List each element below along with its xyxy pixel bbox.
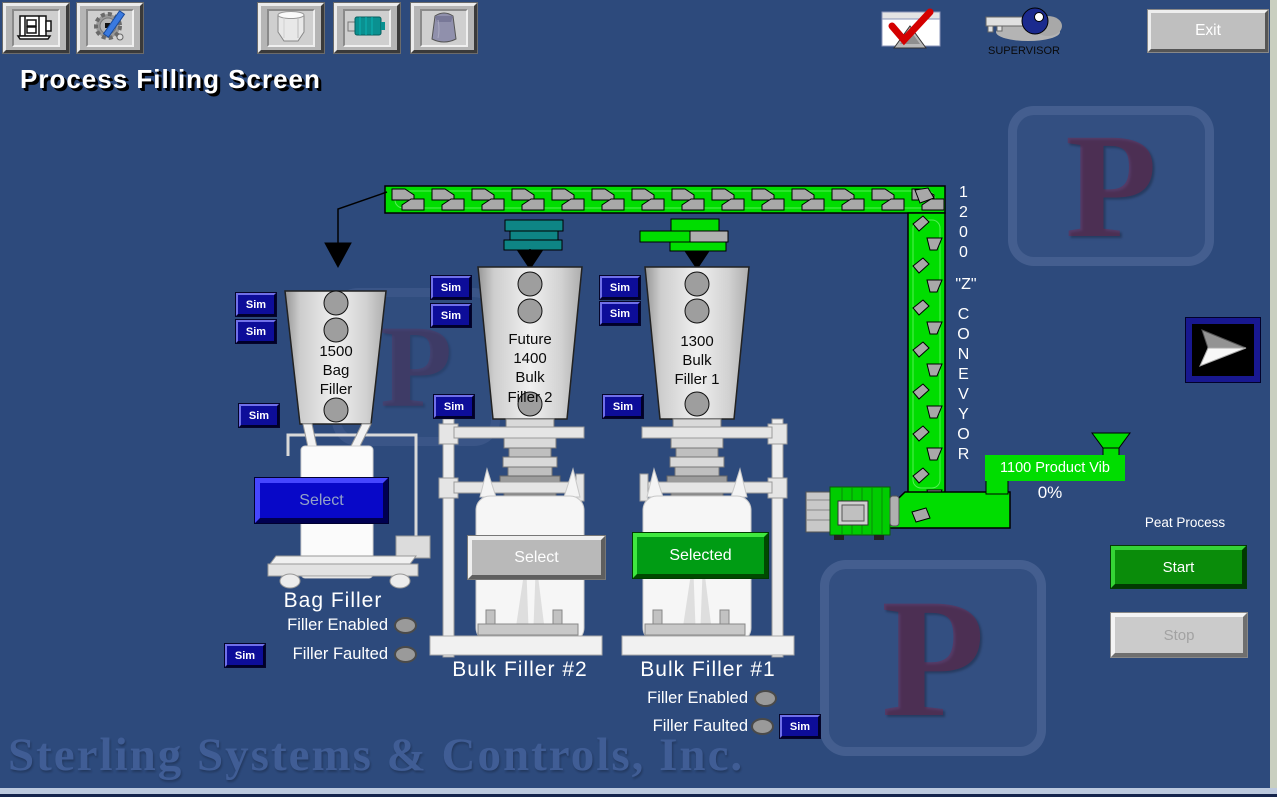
- gate-bulk2: [503, 219, 564, 251]
- conveyor-number: 1200: [955, 184, 972, 264]
- conveyor-z-label: "Z": [955, 276, 977, 293]
- bag-filler-faulted-label: Filler Faulted: [292, 645, 388, 663]
- exit-button[interactable]: Exit: [1148, 10, 1268, 52]
- sim-button[interactable]: Sim: [780, 715, 820, 738]
- sim-button[interactable]: Sim: [239, 404, 279, 427]
- next-page-arrow-button[interactable]: [1186, 318, 1260, 382]
- bag-filler-enabled-label: Filler Enabled: [287, 616, 388, 634]
- sim-button[interactable]: Sim: [603, 395, 643, 418]
- bulk-filler-1-faulted-indicator: [751, 718, 774, 735]
- bulk-filler-1-faulted-label: Filler Faulted: [652, 717, 748, 735]
- sim-button[interactable]: Sim: [236, 320, 276, 343]
- bag-filler-select-button[interactable]: Select: [255, 478, 388, 523]
- sim-button[interactable]: Sim: [225, 644, 265, 667]
- check-window-icon: [880, 8, 946, 58]
- stop-button[interactable]: Stop: [1111, 613, 1247, 657]
- sim-button[interactable]: Sim: [431, 276, 471, 299]
- page-title: Process Filling Screen: [20, 64, 321, 94]
- sim-button[interactable]: Sim: [600, 276, 640, 299]
- logo-watermark: P: [1008, 103, 1214, 269]
- bulk-filler-2-name: Bulk Filler #2: [452, 658, 588, 681]
- peat-process-label: Peat Process: [1144, 515, 1226, 530]
- conveyor-motor: [805, 486, 900, 540]
- sim-button[interactable]: Sim: [434, 395, 474, 418]
- supervisor-key-icon: [982, 7, 1066, 46]
- logo-watermark: P: [820, 560, 1046, 756]
- company-watermark: Sterling Systems & Controls, Inc.: [8, 729, 745, 781]
- nav-button-bag[interactable]: [411, 3, 477, 53]
- window-edge-right: [1270, 0, 1277, 797]
- start-button[interactable]: Start: [1111, 546, 1246, 588]
- motor-icon: [14, 8, 58, 49]
- window-edge-bottom: [0, 788, 1277, 794]
- bag-filler-faulted-indicator: [394, 646, 417, 663]
- bulk-filler-1-selected-button[interactable]: Selected: [633, 533, 768, 578]
- nav-button-motor[interactable]: [3, 3, 69, 53]
- alarm-check-button[interactable]: [880, 8, 946, 54]
- bag-filler-name: Bag Filler: [283, 589, 383, 612]
- teal-motor-icon: [345, 8, 389, 49]
- supervisor-key-button[interactable]: SUPERVISOR: [982, 4, 1066, 57]
- bag-filler-enabled-indicator: [394, 617, 417, 634]
- bag-icon: [422, 8, 466, 49]
- bulk-filler-1: [621, 266, 795, 658]
- nav-button-teal-motor[interactable]: [334, 3, 400, 53]
- sim-button[interactable]: Sim: [600, 302, 640, 325]
- nav-button-bin[interactable]: [258, 3, 324, 53]
- bulk-filler-1-enabled-indicator: [754, 690, 777, 707]
- window-edge-bottom-dark: [0, 794, 1277, 797]
- arrow-right-icon: [1192, 322, 1254, 379]
- bulk-filler-1-enabled-label: Filler Enabled: [647, 689, 748, 707]
- conveyor-name: CONEVYOR: [955, 306, 972, 466]
- gear-tool-icon: [88, 8, 132, 49]
- supervisor-label: SUPERVISOR: [988, 45, 1060, 57]
- nav-button-agitator[interactable]: [77, 3, 143, 53]
- horizontal-conveyor: [384, 185, 946, 214]
- product-vib-percent: 0%: [1037, 483, 1063, 502]
- sim-button[interactable]: Sim: [431, 304, 471, 327]
- flow-arrows: [324, 191, 710, 278]
- bulk-filler-1-name: Bulk Filler #1: [640, 658, 776, 681]
- bin-icon: [269, 8, 313, 49]
- gate-bulk1: [639, 218, 729, 252]
- sim-button[interactable]: Sim: [236, 293, 276, 316]
- product-vib-label[interactable]: 1100 Product Vib: [985, 455, 1125, 481]
- bulk-filler-2-select-button[interactable]: Select: [468, 536, 605, 579]
